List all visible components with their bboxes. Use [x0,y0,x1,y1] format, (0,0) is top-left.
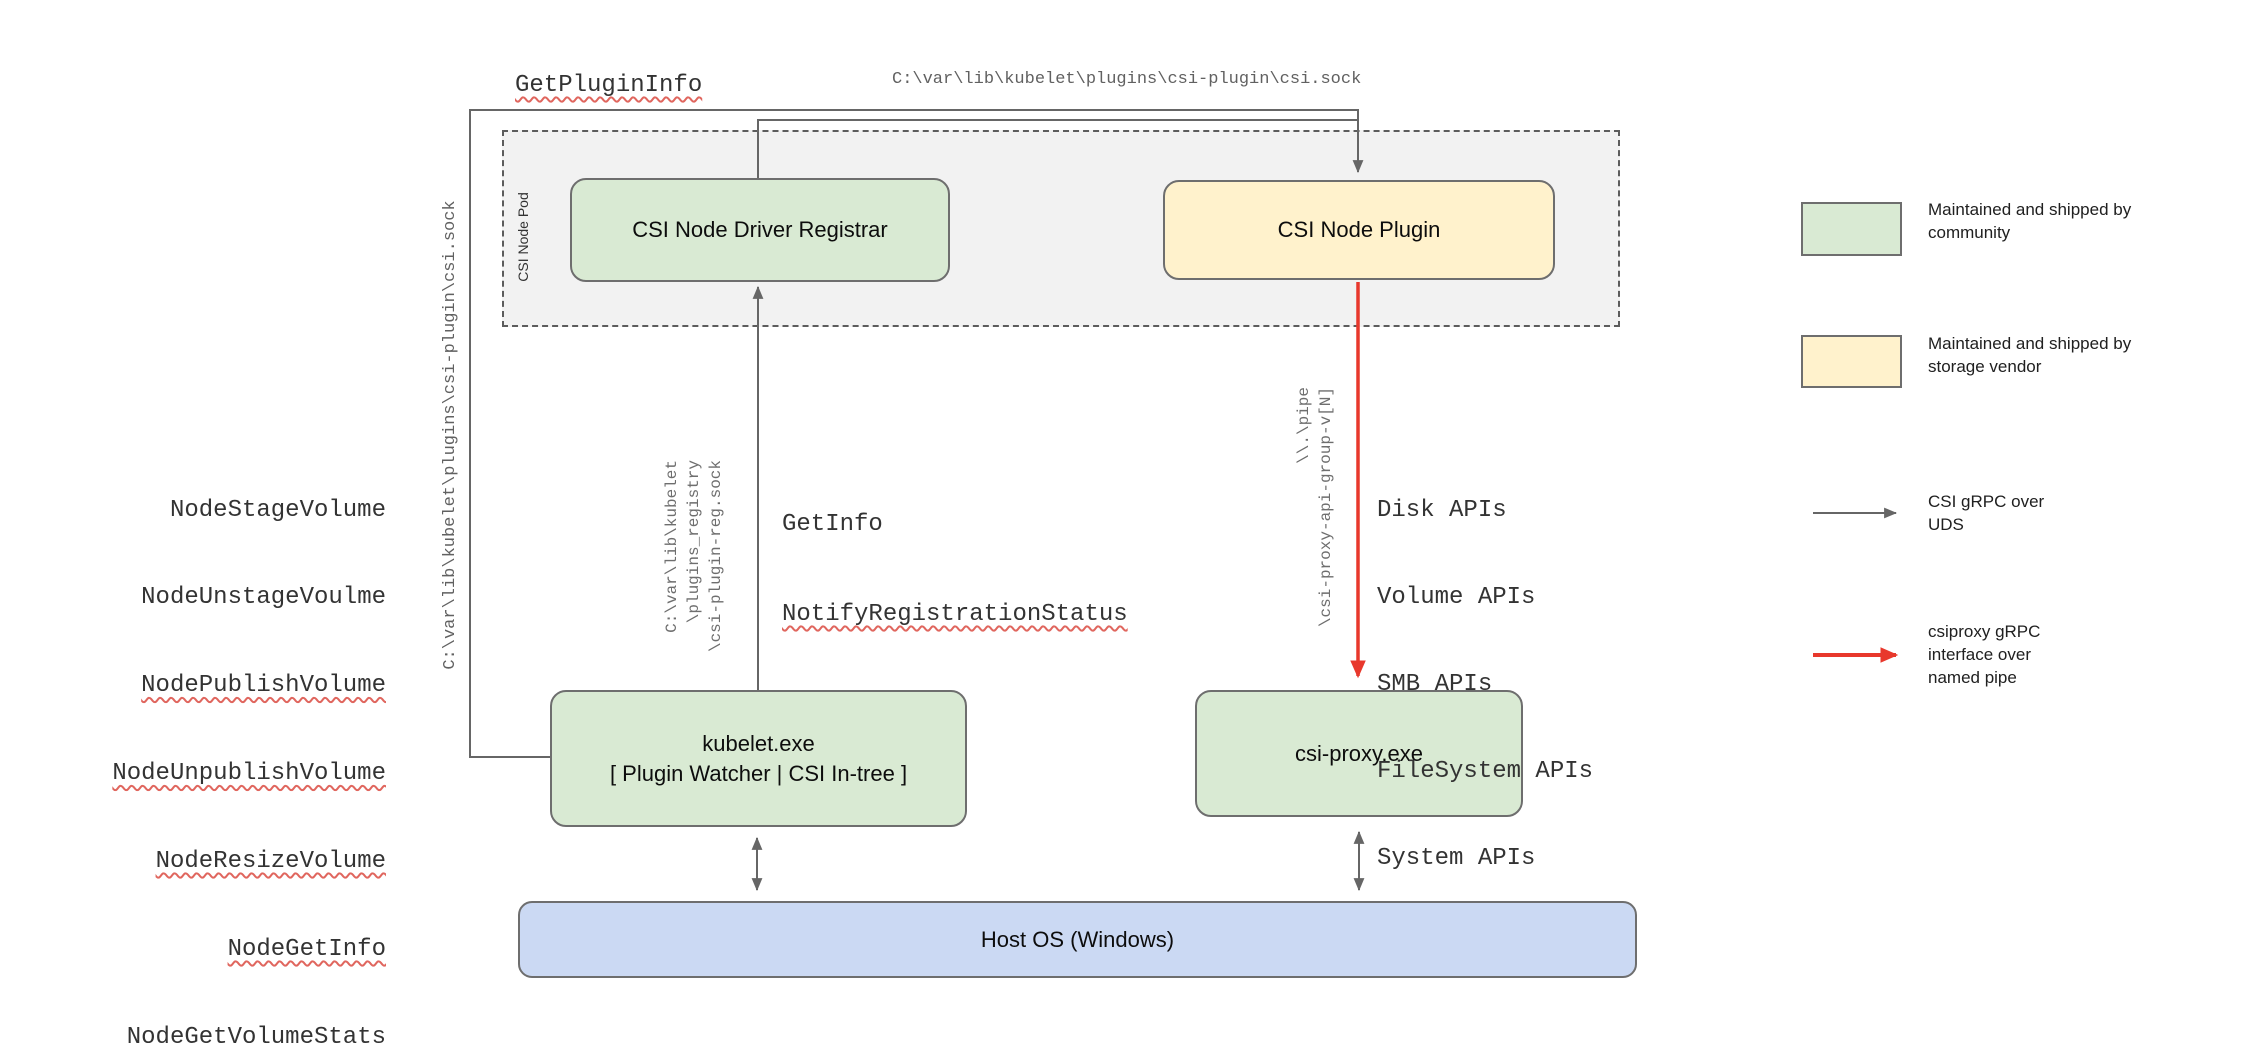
legend-community-swatch [1801,202,1902,256]
proxy-api-item: Volume APIs [1377,584,1536,611]
named-pipe-path: \\.\pipe \csi-proxy-api-group-v[N] [1293,387,1337,637]
csi-node-driver-registrar-label: CSI Node Driver Registrar [632,217,888,242]
csi-sock-path-top: C:\var\lib\kubelet\plugins\csi-plugin\cs… [892,70,1362,89]
csi-node-pod-label: CSI Node Pod [515,192,531,282]
csi-sock-path-left: C:\var\lib\kubelet\plugins\csi-plugin\cs… [440,200,460,670]
node-rpc-item: NodeGetVolumeStats [126,1023,386,1044]
kubelet-sublabel: [ Plugin Watcher | CSI In-tree ] [609,760,908,786]
plugin-registry-path-line: \csi-plugin-reg.sock [707,460,725,653]
registration-calls: GetInfo NotifyRegistrationStatus [782,450,1128,690]
node-rpc-item: NodePublishVolume [141,672,386,700]
legend-named-pipe-label: csiproxy gRPC interface over named pipe [1928,622,2041,687]
proxy-api-item: FileSystem APIs [1377,758,1594,785]
proxy-api-item: System APIs [1377,845,1536,872]
proxy-api-item: SMB APIs [1377,671,1493,698]
node-rpc-list: NodeStageVolume NodeUnstageVoulme NodePu… [86,437,386,1044]
plugin-registry-path-line: \plugins_registry [685,460,703,624]
node-rpc-item: NodeUnstageVoulme [141,584,386,612]
csi-proxy-label: csi-proxy.exe [1295,740,1423,766]
node-rpc-item: NodeResizeVolume [155,848,386,876]
named-pipe-path-line: \\.\pipe [1295,387,1313,464]
csi-proxy-box: csi-proxy.exe [1195,690,1523,817]
legend-community-label: Maintained and shipped by community [1928,200,2132,242]
named-pipe-path-line: \csi-proxy-api-group-v[N] [1317,387,1335,628]
node-rpc-item: NodeStageVolume [169,496,386,524]
get-info-label: GetInfo [782,511,883,538]
legend-vendor-label: Maintained and shipped by storage vendor [1928,334,2132,376]
node-rpc-item: NodeUnpublishVolume [112,760,386,788]
legend-uds-label: CSI gRPC over UDS [1928,492,2045,534]
notify-registration-status-label: NotifyRegistrationStatus [782,601,1128,628]
node-rpc-item: NodeGetInfo [227,936,386,964]
proxy-api-list: Disk APIs Volume APIs SMB APIs FileSyste… [1377,438,1593,931]
kubelet-box: kubelet.exe [ Plugin Watcher | CSI In-tr… [550,690,967,827]
kubelet-label: kubelet.exe [702,730,815,756]
get-plugin-info-label: GetPluginInfo [515,72,703,99]
plugin-registry-path: C:\var\lib\kubelet \plugins_registry \cs… [661,460,727,670]
proxy-api-item: Disk APIs [1377,497,1507,524]
csi-node-plugin-box: CSI Node Plugin [1163,180,1555,280]
host-os-box: Host OS (Windows) [518,901,1637,978]
csi-node-plugin-label: CSI Node Plugin [1277,217,1441,242]
host-os-label: Host OS (Windows) [980,926,1175,952]
plugin-registry-path-line: C:\var\lib\kubelet [663,460,681,633]
legend-vendor-swatch [1801,335,1902,388]
csi-node-driver-registrar-box: CSI Node Driver Registrar [570,178,950,282]
